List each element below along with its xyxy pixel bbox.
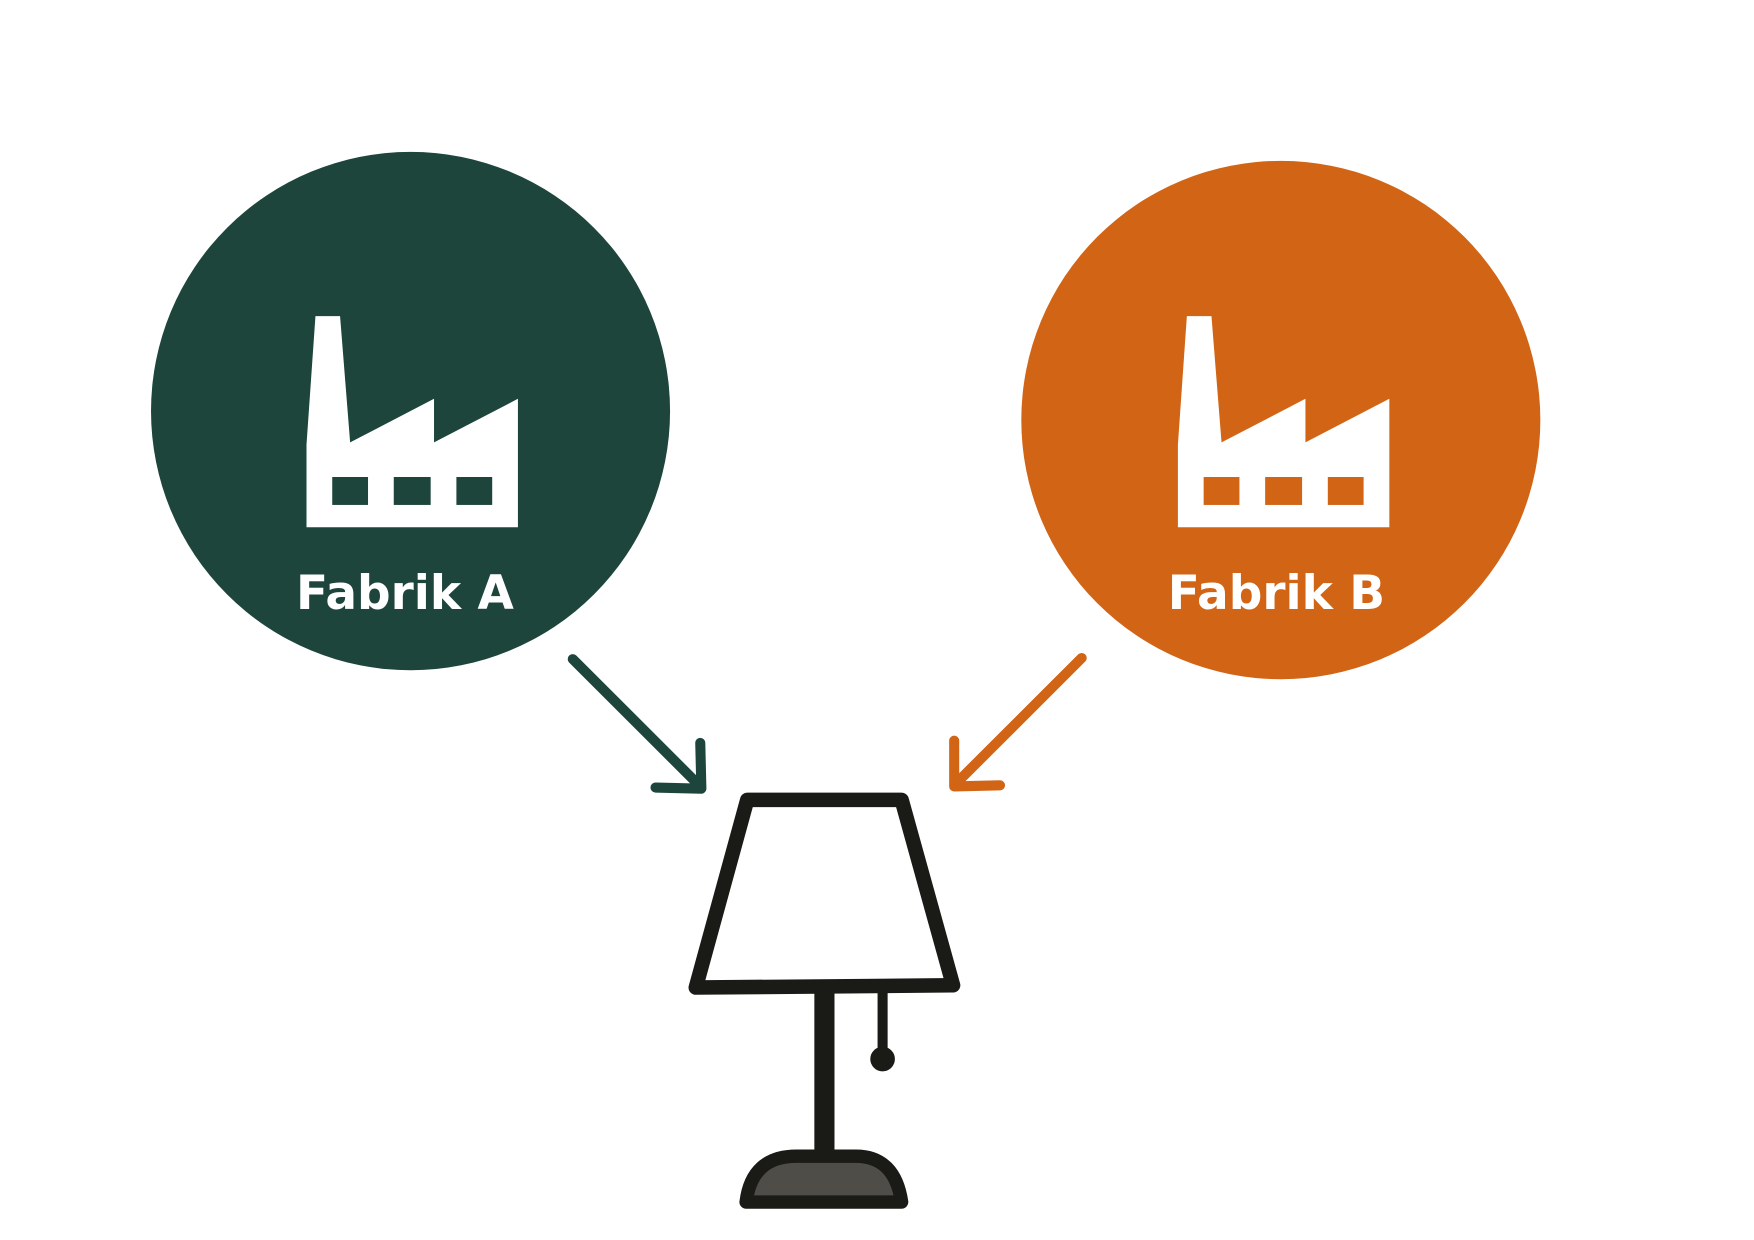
factory-icon xyxy=(1177,316,1390,528)
arrow-a-icon xyxy=(567,654,707,794)
factory-icon xyxy=(306,316,518,528)
factory-b-node: Fabrik B xyxy=(1021,160,1541,680)
factory-a-label: Fabrik A xyxy=(296,566,515,621)
factory-b-label: Fabrik B xyxy=(1168,566,1385,621)
table-lamp-icon xyxy=(688,792,961,1209)
factory-a-node: Fabrik A xyxy=(151,151,671,671)
arrow-b-icon xyxy=(949,652,1087,792)
